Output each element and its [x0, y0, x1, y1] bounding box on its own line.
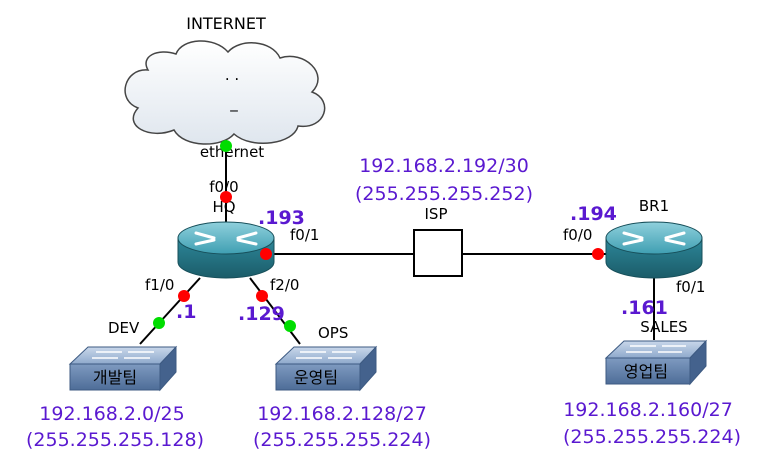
- br1-name-label: BR1: [639, 197, 669, 215]
- hq-octet-wan: .193: [258, 207, 305, 229]
- router-hq-top: [177, 221, 275, 255]
- cloud-shape: [124, 40, 326, 145]
- isp-box: [413, 229, 463, 277]
- switch-ops-name: 운영팀: [294, 368, 338, 387]
- hq-port-right2-label: f2/0: [270, 276, 299, 294]
- port-dot-ops: [284, 320, 296, 332]
- isp-network: 192.168.2.192/30: [359, 155, 529, 177]
- switch-sales-side: [689, 339, 707, 386]
- br1-port-left-label: f0/0: [563, 226, 592, 244]
- router-hq[interactable]: [177, 221, 275, 279]
- switch-dev-side: [159, 345, 177, 392]
- router-br1-top: [605, 221, 703, 255]
- switch-sales[interactable]: 영업팀: [604, 339, 708, 386]
- link-hq-dev: [139, 277, 201, 345]
- hq-name-label: HQ: [212, 198, 235, 216]
- switch-dev-name: 개발팀: [93, 368, 137, 387]
- switch-ops-front: [275, 363, 361, 391]
- port-dot-hq-f1-0: [178, 290, 190, 302]
- port-dot-hq-f0-0: [220, 191, 232, 203]
- hq-port-right-label: f0/1: [290, 226, 319, 244]
- switch-dev-top: [68, 346, 178, 365]
- isp-label: ISP: [425, 205, 448, 223]
- switch-sales-arrows-icon: [626, 345, 686, 353]
- switch-ops-top: [274, 346, 378, 365]
- hq-port-left-label: f1/0: [145, 276, 174, 294]
- switch-ops-label: OPS: [318, 324, 348, 342]
- isp-mask: (255.255.255.252): [355, 183, 533, 205]
- isp-node[interactable]: [413, 229, 463, 277]
- br1-port-down-label: f0/1: [676, 278, 705, 296]
- switch-ops[interactable]: 운영팀: [274, 345, 378, 392]
- router-br1-arrows-icon: [622, 231, 686, 246]
- br1-octet-wan: .194: [570, 203, 617, 225]
- switch-ops-side: [359, 345, 377, 392]
- switch-dev-network: 192.168.2.0/25: [39, 403, 184, 425]
- hq-port-up-label: f0/0: [209, 178, 238, 196]
- hq-octet-ops: .129: [238, 303, 285, 325]
- switch-sales-network: 192.168.2.160/27: [563, 399, 733, 421]
- port-dot-br1-f0-0: [592, 248, 604, 260]
- switch-ops-arrows-icon: [296, 351, 356, 359]
- switch-ops-network: 192.168.2.128/27: [257, 403, 427, 425]
- links: [139, 140, 655, 345]
- cloud-port-label: ethernet: [200, 143, 264, 161]
- router-hq-arrows-icon: [194, 231, 258, 246]
- br1-octet-lan: .161: [621, 297, 668, 319]
- switch-sales-label: SALES: [640, 318, 687, 336]
- switch-dev[interactable]: 개발팀: [68, 345, 178, 392]
- port-dots: [153, 140, 604, 332]
- switch-ops-mask: (255.255.255.224): [253, 429, 431, 451]
- switch-sales-name: 영업팀: [624, 362, 668, 381]
- hq-octet-dev: .1: [176, 301, 196, 323]
- cloud-dots: . .: [225, 66, 239, 84]
- port-dot-hq-f2-0: [256, 290, 268, 302]
- switch-dev-arrows-icon: [92, 351, 154, 359]
- internet-cloud[interactable]: INTERNET . . _: [124, 14, 326, 145]
- switch-dev-label: DEV: [108, 319, 140, 337]
- cloud-dash: _: [229, 94, 238, 113]
- link-hq-ops: [249, 277, 301, 345]
- internet-label: INTERNET: [186, 14, 266, 33]
- port-dot-cloud-ethernet: [220, 140, 232, 152]
- router-br1[interactable]: [605, 221, 703, 279]
- switch-dev-front: [69, 363, 161, 391]
- switch-dev-mask: (255.255.255.128): [26, 429, 204, 451]
- switch-sales-front: [605, 357, 691, 385]
- switch-sales-mask: (255.255.255.224): [563, 426, 741, 448]
- switch-sales-top: [604, 340, 708, 359]
- port-dot-dev: [153, 317, 165, 329]
- port-dot-hq-f0-1: [260, 248, 272, 260]
